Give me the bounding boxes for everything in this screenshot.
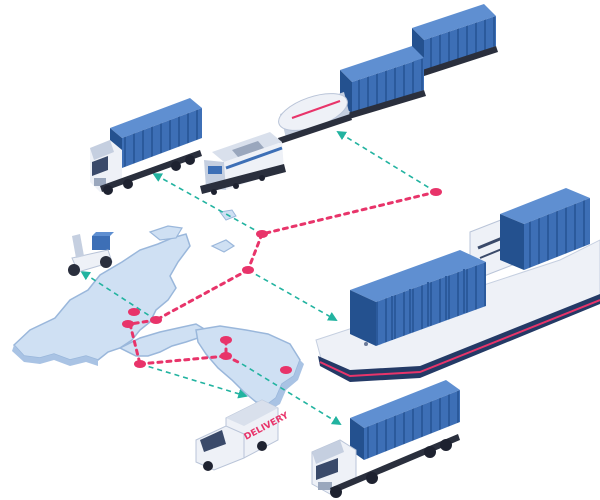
ship-containers-front — [350, 250, 486, 346]
route-node — [128, 308, 140, 316]
route-teal-to-van — [139, 363, 248, 399]
cargo-ship-icon — [315, 188, 600, 382]
route-teal-to-truck2 — [241, 363, 342, 426]
train-tank-wagon — [278, 92, 352, 144]
train-wagon-rear — [412, 4, 498, 78]
route-node — [220, 336, 232, 344]
scooter-icon — [68, 232, 114, 276]
train-locomotive — [200, 132, 286, 195]
route-node — [256, 230, 268, 238]
route-pink-1 — [260, 190, 438, 236]
truck-icon — [90, 98, 202, 195]
route-node — [134, 360, 146, 368]
truck-icon — [311, 380, 460, 498]
route-node — [220, 352, 232, 360]
train-wagon-mid — [340, 46, 426, 120]
routes — [80, 130, 442, 426]
route-node — [242, 266, 254, 274]
world-map-icon — [12, 209, 304, 410]
route-pink-3 — [154, 268, 250, 322]
route-teal-to-ship — [247, 269, 338, 321]
train-icon — [200, 4, 498, 195]
route-pink-2 — [246, 232, 264, 272]
route-teal-to-scooter — [80, 270, 157, 321]
route-node — [280, 366, 292, 374]
route-node — [122, 320, 134, 328]
route-teal-to-train — [336, 130, 437, 193]
route-node — [150, 316, 162, 324]
delivery-van-icon: DELIVERY — [195, 399, 291, 471]
truck-bottom-trailer — [350, 380, 460, 460]
truck-cab — [90, 140, 122, 192]
route-pink-6 — [138, 354, 228, 366]
ship-containers-rear — [500, 188, 590, 270]
route-pink-5 — [128, 322, 142, 366]
truck-bottom-cab — [311, 439, 357, 495]
route-node — [430, 188, 442, 196]
route-teal-to-truck — [152, 173, 263, 235]
